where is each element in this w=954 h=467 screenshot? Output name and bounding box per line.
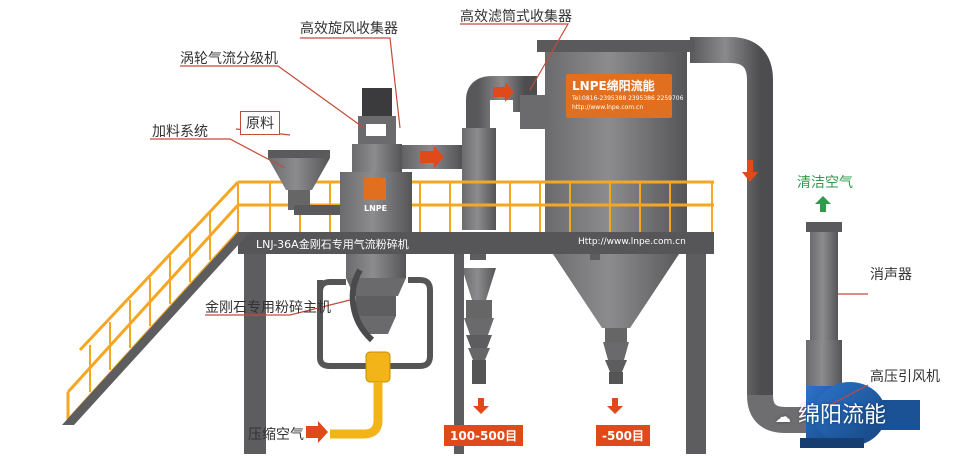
- flow-arrows: [306, 82, 758, 443]
- label-raw-material: 原料: [240, 111, 280, 135]
- compressed-air-pipe: [330, 351, 391, 439]
- label-muffler: 消声器: [870, 267, 912, 283]
- output-fine: -500目: [596, 425, 651, 446]
- exhaust-pipe: [690, 37, 812, 433]
- feeding-hopper: [268, 150, 348, 215]
- label-feeding-system: 加料系统: [152, 124, 208, 140]
- classifier-badge: LNPE: [364, 204, 388, 213]
- filter-cartridge-collector: [537, 40, 695, 384]
- panel-contact: Tel:0816-2395388 2395386 2259706: [572, 95, 684, 102]
- label-main-mill: 金刚石专用粉碎主机: [205, 300, 331, 316]
- stair-stringer: [62, 232, 250, 425]
- platform-url: Http://www.lnpe.com.cn: [578, 237, 686, 247]
- label-cyclone-collector: 高效旋风收集器: [300, 21, 398, 37]
- panel-logo: LNPE绵阳流能: [572, 79, 655, 93]
- output-coarse: 100-500目: [444, 425, 524, 446]
- platform: [238, 232, 714, 454]
- label-compressed-air: 压缩空气: [248, 427, 304, 443]
- label-clean-air: 清洁空气: [797, 175, 853, 191]
- label-fan: 高压引风机: [870, 369, 940, 385]
- railing-posts: [89, 182, 713, 392]
- leader-lines: [150, 23, 869, 406]
- label-filter-collector: 高效滤筒式收集器: [460, 9, 572, 25]
- label-classifier: 涡轮气流分级机: [180, 51, 278, 67]
- platform-model: LNJ-36A金刚石专用气流粉碎机: [256, 238, 409, 251]
- wechat-icon: ☁: [775, 407, 791, 426]
- watermark: ☁ 绵阳流能: [775, 397, 886, 429]
- brand-panel: [566, 74, 672, 118]
- high-pressure-fan: [800, 382, 920, 448]
- main-mill: [317, 254, 433, 369]
- panel-web: http://www.lnpe.com.cn: [572, 104, 644, 111]
- watermark-text: 绵阳流能: [798, 403, 887, 428]
- cyclone-collector: [462, 76, 550, 384]
- turbo-classifier: [340, 88, 412, 232]
- clean-air-arrow: [815, 196, 831, 212]
- muffler: [806, 222, 842, 390]
